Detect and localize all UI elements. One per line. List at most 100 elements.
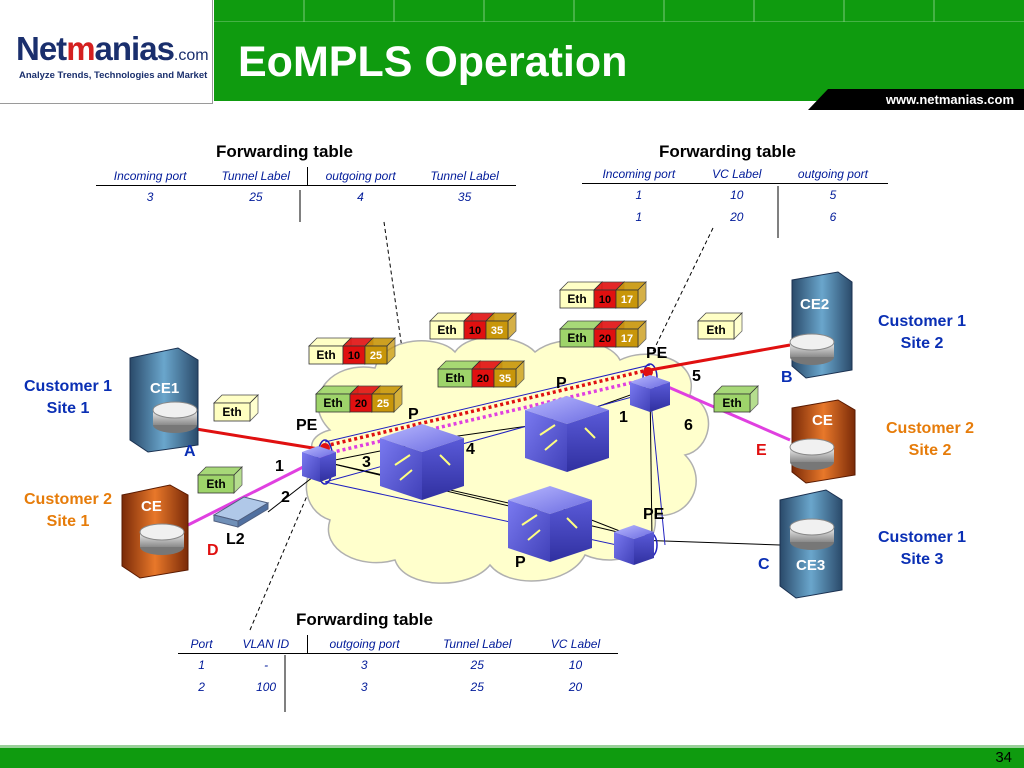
tunnel-label-value: 35 — [499, 373, 511, 385]
pseudowire-customer1 — [324, 368, 649, 448]
packet-vc20-tunnel25: Eth 20 25 — [315, 385, 403, 413]
table-cell: 6 — [829, 210, 837, 224]
tunnel-label-box — [615, 328, 639, 348]
footer-bar: 34 — [0, 745, 1024, 768]
pe-left-router-icon — [302, 446, 336, 482]
tunnel-label-box — [493, 368, 517, 388]
vc-label-value: 20 — [599, 333, 611, 345]
page-number: 34 — [995, 749, 1012, 766]
table-separators — [284, 186, 779, 712]
p-router-top-icon — [525, 396, 609, 472]
logo-tagline: Analyze Trends, Technologies and Market — [19, 70, 208, 81]
device-label-ce-left: CE — [141, 498, 162, 515]
pe-top-port-dot-red — [643, 367, 653, 377]
point-label-a: A — [184, 443, 196, 460]
table-cell: 1 — [198, 658, 205, 672]
title-bar-decoration — [214, 0, 1024, 22]
forwarding-table-pe-b: Incoming port VC Label outgoing port 1 1… — [582, 165, 888, 228]
tunnel-label-value: 25 — [370, 350, 382, 362]
device-label-ce-right: CE — [812, 412, 833, 429]
eth-text: Eth — [706, 323, 725, 337]
forwarding-table-pe-a-title: Forwarding table — [216, 142, 353, 161]
eth-frame-ce-left: Eth — [197, 466, 243, 494]
table-cell: 5 — [829, 188, 837, 202]
eth-text: Eth — [567, 331, 586, 345]
eth-text: Eth — [323, 396, 342, 410]
ce2-router-icon — [789, 333, 835, 365]
eth-text: Eth — [206, 477, 225, 491]
eth-frame-box — [213, 402, 251, 422]
tunnel-label-box — [485, 320, 509, 340]
url-bar-notch — [808, 89, 832, 110]
device-label-pe-top: PE — [646, 345, 668, 362]
device-label-l2: L2 — [226, 531, 245, 548]
eth-text: Eth — [722, 396, 741, 410]
table-header: outgoing port — [777, 165, 888, 184]
packet-vc10-tunnel35: Eth 10 35 — [429, 312, 517, 340]
port-label-pe-b-1: 1 — [619, 409, 628, 426]
table-cell: 10 — [568, 658, 583, 672]
attachment-circuit-b — [649, 343, 791, 372]
tunnel-label-box — [371, 393, 395, 413]
table-cell: 3 — [360, 680, 368, 694]
ce-right-router-icon — [789, 438, 835, 470]
vc-label-value: 10 — [348, 350, 360, 362]
forwarding-table-l2-title: Forwarding table — [296, 610, 433, 629]
ce3-router-icon — [789, 518, 835, 550]
header: Netmanias.com Analyze Trends, Technologi… — [0, 0, 1024, 110]
tunnel-label-value: 35 — [491, 325, 503, 337]
site-label-customer2-site1: Customer 2 Site 1 — [23, 491, 113, 530]
eth-text: Eth — [316, 348, 335, 362]
vc-label-value: 20 — [355, 398, 367, 410]
logo-wordmark: Netmanias.com — [16, 30, 209, 67]
eth-text: Eth — [437, 323, 456, 337]
eth-frame-ce-right: Eth — [713, 385, 759, 413]
site-label-customer2-site2: Customer 2 Site 2 — [885, 420, 975, 459]
device-label-p-top: P — [556, 375, 567, 392]
table-row: 1 20 6 — [582, 206, 888, 228]
pseudowire-customer2 — [324, 376, 653, 456]
vc-label-value: 10 — [469, 325, 481, 337]
device-label-ce3: CE3 — [796, 557, 826, 574]
table-cell: 25 — [470, 680, 484, 694]
table-row: 2 100 3 25 20 — [178, 676, 618, 698]
device-label-pe-bottom: PE — [643, 506, 665, 523]
port-label-6: 6 — [684, 417, 693, 434]
eth-text: Eth — [567, 292, 586, 306]
port-label-3: 3 — [362, 454, 371, 471]
table-header: Incoming port — [582, 165, 696, 184]
vc-label-value: 10 — [599, 294, 611, 306]
packet-vc10-tunnel17: Eth 10 17 — [559, 281, 647, 309]
table-cell: 20 — [568, 680, 583, 694]
table-cell: - — [264, 658, 269, 672]
table-header: Tunnel Label — [204, 167, 309, 186]
tunnel-label-box — [615, 289, 639, 309]
point-label-e: E — [756, 442, 767, 459]
device-label-p-mid: P — [408, 406, 419, 423]
tunnel-label-value: 17 — [621, 294, 633, 306]
port-label-5: 5 — [692, 368, 701, 385]
port-label-4: 4 — [466, 441, 475, 458]
eth-frame-ce1: Eth — [213, 394, 259, 422]
eth-frame-box — [697, 320, 735, 340]
table-row: 1 10 5 — [582, 184, 888, 207]
ce1-building-icon — [129, 347, 199, 453]
table-cell: 3 — [146, 190, 154, 204]
table-cell: 25 — [249, 190, 263, 204]
table-cell: 35 — [457, 190, 472, 204]
tunnel-label-box — [364, 345, 388, 365]
tunnel-label-value: 25 — [377, 398, 389, 410]
table-cell: 1 — [635, 210, 643, 224]
table-row: 1 - 3 25 10 — [178, 654, 618, 677]
page-title: EoMPLS Operation — [238, 38, 628, 86]
table-header: outgoing port — [307, 635, 422, 654]
device-label-pe-left: PE — [296, 417, 318, 434]
eth-frame-ce2: Eth — [697, 312, 743, 340]
table-header: VC Label — [695, 165, 778, 184]
table-header: Incoming port — [96, 167, 205, 186]
port-label-1: 1 — [275, 458, 284, 475]
port-label-2: 2 — [281, 489, 290, 506]
